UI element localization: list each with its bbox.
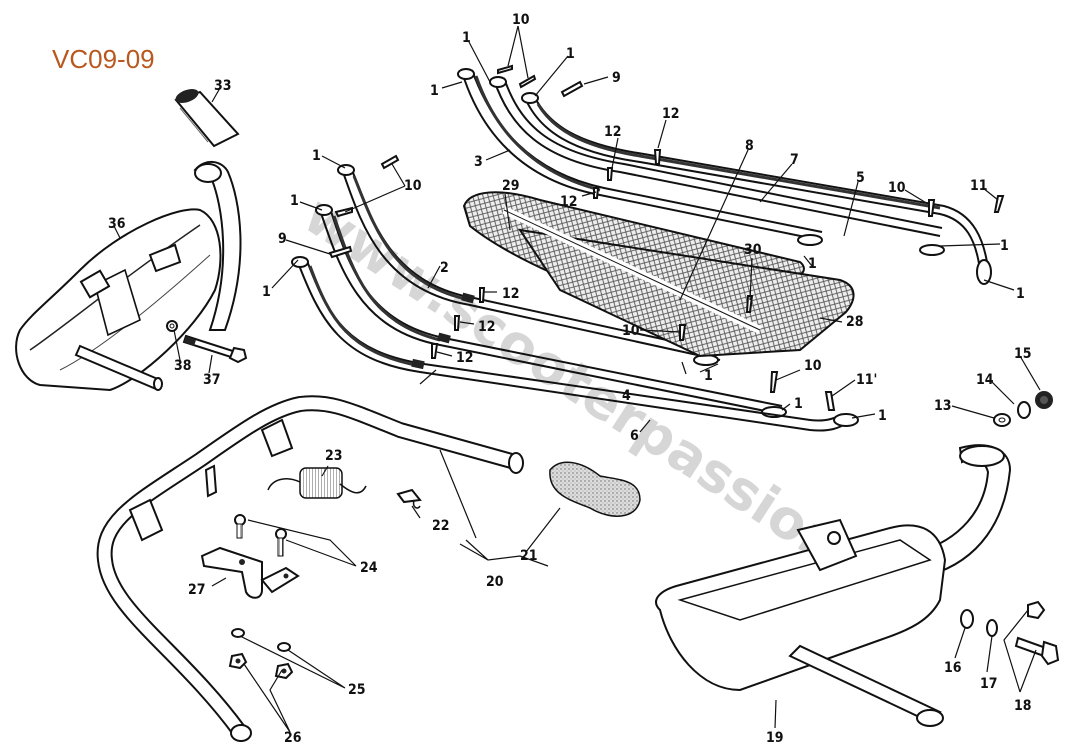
label-12: 12 [502, 286, 520, 302]
label-11: 11' [856, 372, 877, 388]
part-33-rubber-sleeve [174, 89, 240, 148]
label-38: 38 [174, 358, 192, 374]
diagram-title: VC09-09 [52, 44, 155, 74]
part-25-washers [231, 628, 291, 652]
label-1: 1 [878, 408, 887, 424]
label-7: 7 [790, 152, 799, 168]
part-38-washer [166, 320, 178, 332]
callout-labels: 1 1 1 1 1 1 1 1 1 1 1 1 2 3 4 5 6 7 8 9 … [108, 12, 1032, 746]
part-36-silencer [15, 161, 242, 392]
label-30: 30 [744, 242, 762, 258]
part-4-rail [315, 204, 787, 418]
part-5-rail [489, 76, 945, 256]
label-1: 1 [290, 193, 299, 209]
label-23: 23 [325, 448, 343, 464]
label-27: 27 [188, 582, 206, 598]
label-12: 12 [604, 124, 622, 140]
label-10: 10 [622, 323, 640, 339]
part-24-bolts [234, 514, 287, 557]
label-1: 1 [462, 30, 471, 46]
label-29: 29 [502, 178, 520, 194]
part-7-rail [521, 92, 992, 285]
label-1: 1 [566, 46, 575, 62]
part-2-rail [337, 164, 723, 366]
part-13-14-15-hardware [993, 391, 1053, 427]
label-16: 16 [944, 660, 962, 676]
label-20: 20 [486, 574, 504, 590]
part-23-spring [267, 467, 367, 499]
part-21-rubber-foot [549, 461, 641, 517]
label-12: 12 [662, 106, 680, 122]
label-21: 21 [520, 548, 538, 564]
label-14: 14 [976, 372, 994, 388]
label-36: 36 [108, 216, 126, 232]
label-8: 8 [745, 138, 754, 154]
label-9: 9 [278, 231, 287, 247]
label-6: 6 [630, 428, 639, 444]
part-28-floor-mat [502, 206, 855, 358]
part-20-centre-stand [96, 395, 524, 742]
label-11: 11 [970, 178, 988, 194]
fasteners [328, 64, 1005, 411]
label-4: 4 [622, 388, 631, 404]
label-1: 1 [430, 83, 439, 99]
label-17: 17 [980, 676, 998, 692]
label-1: 1 [794, 396, 803, 412]
label-1: 1 [808, 256, 817, 272]
label-3: 3 [474, 154, 483, 170]
label-22: 22 [432, 518, 450, 534]
label-1: 1 [262, 284, 271, 300]
part-22-clip [396, 488, 422, 509]
label-10: 10 [804, 358, 822, 374]
label-33: 33 [214, 78, 232, 94]
label-1: 1 [1016, 286, 1025, 302]
part-27-bracket [200, 546, 300, 599]
label-37: 37 [203, 372, 221, 388]
part-37-bolt [182, 334, 248, 364]
label-18: 18 [1014, 698, 1032, 714]
label-10: 10 [404, 178, 422, 194]
label-1: 1 [312, 148, 321, 164]
label-25: 25 [348, 682, 366, 698]
label-13: 13 [934, 398, 952, 414]
label-10: 10 [512, 12, 530, 28]
label-15: 15 [1014, 346, 1032, 362]
label-12: 12 [456, 350, 474, 366]
part-6-rail [291, 256, 859, 432]
label-9: 9 [612, 70, 621, 86]
part-16-17-18-hardware [960, 600, 1060, 666]
label-12: 12 [560, 194, 578, 210]
label-19: 19 [766, 730, 784, 746]
part-26-nuts [228, 652, 294, 680]
label-28: 28 [846, 314, 864, 330]
label-1: 1 [1000, 238, 1009, 254]
label-5: 5 [856, 170, 865, 186]
label-26: 26 [284, 730, 302, 746]
label-2: 2 [440, 260, 449, 276]
label-1: 1 [704, 368, 713, 384]
label-10: 10 [888, 180, 906, 196]
label-12: 12 [478, 319, 496, 335]
leader-lines [113, 25, 1041, 733]
part-19-silencer [655, 444, 1012, 727]
part-3-rail [457, 68, 823, 246]
label-24: 24 [360, 560, 378, 576]
